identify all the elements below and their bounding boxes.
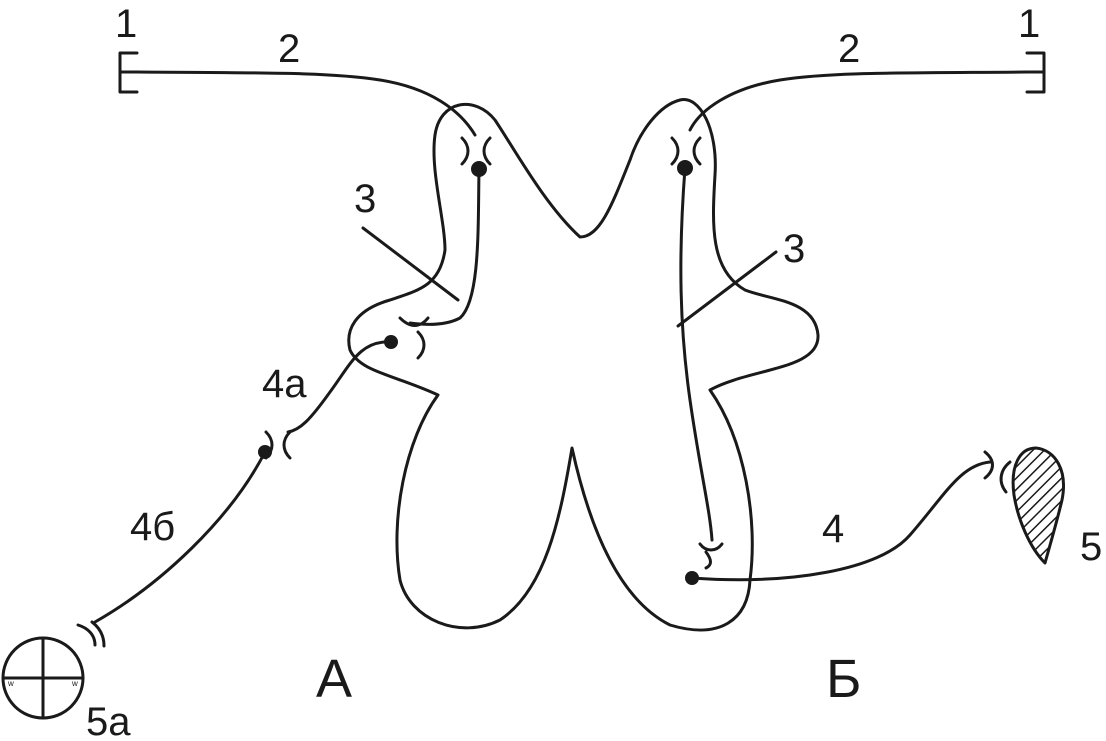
svg-text:w: w bbox=[7, 679, 14, 688]
label-postganglionic: 4б bbox=[130, 505, 175, 549]
effector-smooth-organ: w w bbox=[1, 636, 85, 720]
motor-fiber bbox=[690, 460, 992, 582]
label-effector-smooth: 5а bbox=[86, 700, 131, 741]
synapse-effector-smooth bbox=[76, 620, 106, 648]
label-receptor-left: 1 bbox=[115, 2, 137, 46]
label-preganglionic: 4а bbox=[262, 362, 307, 406]
label-afferent-left: 2 bbox=[278, 27, 300, 71]
effector-muscle bbox=[1011, 446, 1065, 565]
afferent-fiber-right bbox=[688, 70, 1029, 132]
synapse-left-top bbox=[460, 136, 492, 166]
label-receptor-right: 1 bbox=[1018, 2, 1040, 46]
label-reflex-b: Б bbox=[826, 649, 861, 709]
leader-line-3-right bbox=[676, 250, 778, 328]
leader-line-3-left bbox=[361, 226, 460, 302]
label-interneuron-right: 3 bbox=[783, 227, 805, 271]
label-reflex-a: А bbox=[316, 649, 352, 709]
svg-text:w: w bbox=[71, 679, 78, 688]
receptor-right bbox=[1025, 51, 1046, 94]
spinal-cord-outline bbox=[347, 98, 820, 632]
interneuron-axon-left bbox=[408, 167, 481, 326]
synapse-effector-muscle bbox=[983, 450, 1012, 494]
synapse-right-top bbox=[670, 136, 702, 166]
synapse-left-mid bbox=[398, 316, 430, 360]
label-interneuron-left: 3 bbox=[354, 177, 376, 221]
interneuron-axon-right bbox=[679, 166, 714, 542]
postganglionic-fiber bbox=[93, 450, 267, 624]
label-motor-neuron: 4 bbox=[822, 507, 844, 551]
label-afferent-right: 2 bbox=[838, 27, 860, 71]
afferent-fiber-left bbox=[135, 70, 477, 137]
receptor-left bbox=[118, 51, 139, 94]
preganglionic-fiber bbox=[286, 340, 393, 434]
label-effector-muscle: 5 bbox=[1080, 525, 1102, 569]
synapse-right-bottom bbox=[698, 542, 724, 570]
